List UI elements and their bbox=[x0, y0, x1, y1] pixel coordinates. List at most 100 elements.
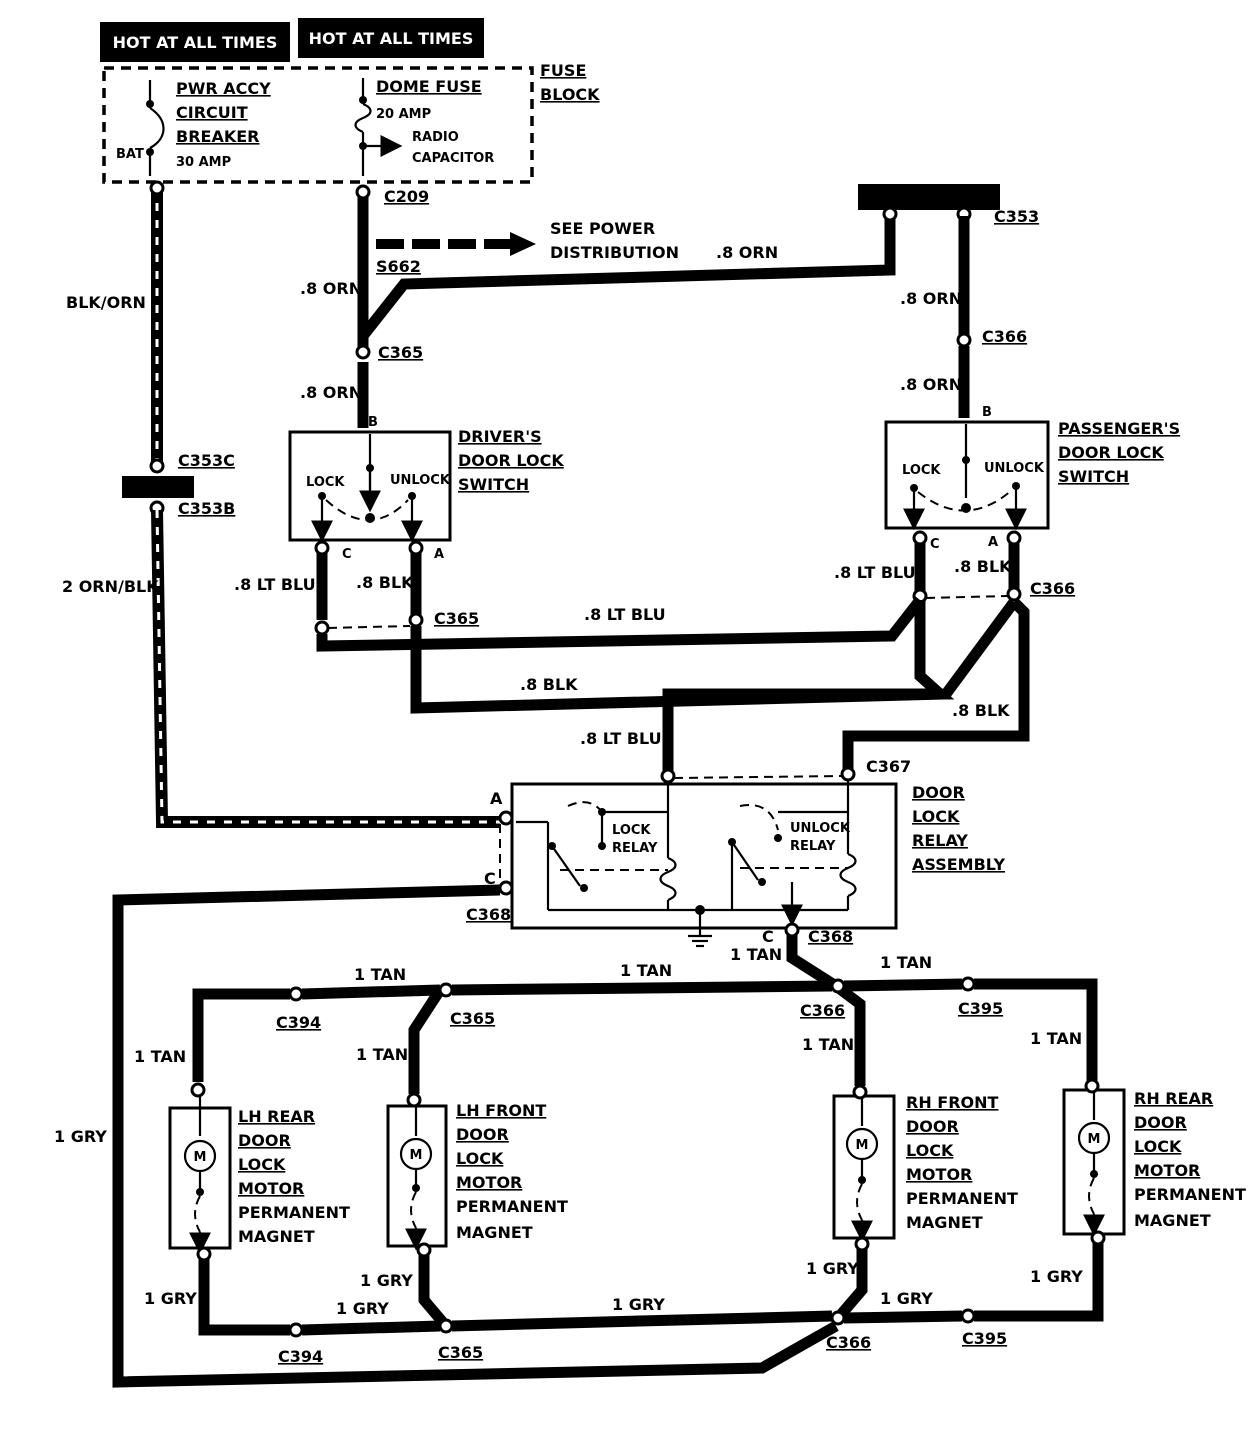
svg-text:M: M bbox=[194, 1150, 207, 1165]
svg-text:UNLOCK: UNLOCK bbox=[984, 461, 1045, 476]
svg-text:RH REAR: RH REAR bbox=[1134, 1089, 1213, 1108]
svg-text:C: C bbox=[930, 537, 940, 552]
wire-label-orn-b: .8 ORN bbox=[300, 383, 362, 402]
svg-text:C394: C394 bbox=[278, 1347, 323, 1366]
svg-text:B: B bbox=[982, 405, 992, 420]
wire-label-gry-e: 1 GRY bbox=[806, 1259, 859, 1278]
svg-text:B: B bbox=[368, 415, 378, 430]
rh-rear-door-lock-motor: M RH REAR DOOR LOCK MOTOR PERMANENT MAGN… bbox=[1062, 1078, 1246, 1246]
svg-text:C366: C366 bbox=[800, 1001, 845, 1020]
svg-text:C: C bbox=[762, 927, 774, 946]
orn-wire-driver-feed: C209 C365 bbox=[355, 184, 896, 428]
wire-label-blk-mid: .8 BLK bbox=[520, 675, 578, 694]
gry-main-return-wire bbox=[112, 884, 839, 1388]
rh-front-door-lock-motor: M RH FRONT DOOR LOCK MOTOR PERMANENT MAG… bbox=[832, 1084, 1018, 1252]
splice-s662: S662 bbox=[376, 257, 421, 276]
svg-text:MAGNET: MAGNET bbox=[906, 1213, 983, 1232]
svg-text:ASSEMBLY: ASSEMBLY bbox=[912, 855, 1005, 874]
wire-label-tan-c: 1 TAN bbox=[880, 953, 932, 972]
svg-text:HOT AT ALL TIMES: HOT AT ALL TIMES bbox=[113, 33, 278, 52]
svg-text:C366: C366 bbox=[1030, 579, 1075, 598]
wire-label-tan-a: 1 TAN bbox=[354, 965, 406, 984]
tan-bus-wire: C394 C365 C366 C395 bbox=[192, 976, 1098, 1094]
wire-label-orn-c: .8 ORN bbox=[716, 243, 778, 262]
svg-text:PERMANENT: PERMANENT bbox=[238, 1203, 350, 1222]
svg-text:PERMANENT: PERMANENT bbox=[456, 1197, 568, 1216]
svg-text:LOCK: LOCK bbox=[612, 823, 651, 838]
svg-text:C394: C394 bbox=[276, 1013, 321, 1032]
svg-text:FUSE: FUSE bbox=[540, 61, 586, 80]
wire-label-gry-g: 1 GRY bbox=[1030, 1267, 1083, 1286]
svg-text:30 AMP: 30 AMP bbox=[176, 155, 231, 170]
svg-text:LOCK: LOCK bbox=[238, 1155, 286, 1174]
svg-text:C: C bbox=[342, 547, 352, 562]
svg-text:MAGNET: MAGNET bbox=[238, 1227, 315, 1246]
svg-text:DOOR: DOOR bbox=[1134, 1113, 1187, 1132]
svg-text:A: A bbox=[434, 547, 444, 562]
svg-text:BLOCK: BLOCK bbox=[540, 85, 600, 104]
wire-label-gry-f: 1 GRY bbox=[880, 1289, 933, 1308]
tan-relay-output-wire bbox=[784, 922, 839, 991]
svg-text:DISTRIBUTION: DISTRIBUTION bbox=[550, 243, 679, 262]
wire-label-tan-b: 1 TAN bbox=[620, 961, 672, 980]
gry-bus-wire: C394 C365 C366 C395 bbox=[198, 1240, 1104, 1366]
svg-text:PERMANENT: PERMANENT bbox=[1134, 1185, 1246, 1204]
wire-label-gry-b: 1 GRY bbox=[360, 1271, 413, 1290]
dome-fuse: DOME FUSE 20 AMP RADIO CAPACITOR bbox=[354, 77, 494, 176]
svg-text:LH FRONT: LH FRONT bbox=[456, 1101, 546, 1120]
svg-text:DOOR LOCK: DOOR LOCK bbox=[458, 451, 564, 470]
hot-at-all-times-tag-1: HOT AT ALL TIMES bbox=[100, 22, 290, 62]
svg-text:DOME FUSE: DOME FUSE bbox=[376, 77, 482, 96]
svg-text:M: M bbox=[856, 1138, 869, 1153]
svg-text:CAPACITOR: CAPACITOR bbox=[412, 151, 494, 166]
wire-label-gry-a: 1 GRY bbox=[144, 1289, 197, 1308]
svg-text:PASSENGER'S: PASSENGER'S bbox=[1058, 419, 1180, 438]
svg-text:C368: C368 bbox=[466, 905, 511, 924]
svg-text:SWITCH: SWITCH bbox=[1058, 467, 1129, 486]
wire-label-tan-g: 1 TAN bbox=[1030, 1029, 1082, 1048]
fuse-block: FUSE BLOCK BAT PWR ACCY CIRCUIT BREAKER … bbox=[102, 61, 600, 184]
svg-text:RH FRONT: RH FRONT bbox=[906, 1093, 999, 1112]
svg-text:DOOR: DOOR bbox=[906, 1117, 959, 1136]
svg-text:RELAY: RELAY bbox=[912, 831, 968, 850]
svg-text:BAT: BAT bbox=[116, 147, 144, 162]
wire-label-blk-b: .8 BLK bbox=[954, 557, 1012, 576]
svg-text:DOOR: DOOR bbox=[912, 783, 965, 802]
lh-front-door-lock-motor: M LH FRONT DOOR LOCK MOTOR PERMANENT MAG… bbox=[386, 1092, 568, 1258]
svg-text:C353C: C353C bbox=[178, 451, 235, 470]
see-power-distribution-arrow: SEE POWER DISTRIBUTION bbox=[376, 219, 679, 262]
door-lock-relay-assembly: C367 LOCK RELAY UNLOCK bbox=[466, 757, 1005, 948]
svg-text:LOCK: LOCK bbox=[912, 807, 960, 826]
svg-text:DOOR LOCK: DOOR LOCK bbox=[1058, 443, 1164, 462]
svg-text:C209: C209 bbox=[384, 187, 429, 206]
svg-text:C366: C366 bbox=[826, 1333, 871, 1352]
wire-label-orn-blk: 2 ORN/BLK bbox=[62, 577, 159, 596]
svg-text:UNLOCK: UNLOCK bbox=[390, 473, 451, 488]
svg-text:UNLOCK: UNLOCK bbox=[790, 821, 851, 836]
svg-text:A: A bbox=[988, 535, 998, 550]
svg-text:M: M bbox=[410, 1148, 423, 1163]
svg-text:LOCK: LOCK bbox=[1134, 1137, 1182, 1156]
lh-rear-door-lock-motor: M LH REAR DOOR LOCK MOTOR PERMANENT MAGN… bbox=[168, 1082, 350, 1262]
wire-label-ltblu-a: .8 LT BLU bbox=[234, 575, 316, 594]
svg-text:C368: C368 bbox=[808, 927, 853, 946]
svg-text:C365: C365 bbox=[438, 1343, 483, 1362]
svg-text:HOT AT ALL TIMES: HOT AT ALL TIMES bbox=[309, 29, 474, 48]
svg-text:A: A bbox=[490, 789, 503, 808]
svg-text:C353B: C353B bbox=[178, 499, 235, 518]
svg-text:MAGNET: MAGNET bbox=[1134, 1211, 1211, 1230]
svg-text:C395: C395 bbox=[962, 1329, 1007, 1348]
wire-label-ltblu-mid: .8 LT BLU bbox=[584, 605, 666, 624]
wire-label-tan-d: 1 TAN bbox=[134, 1047, 186, 1066]
svg-text:RELAY: RELAY bbox=[612, 841, 658, 856]
wire-label-gry-c: 1 GRY bbox=[336, 1299, 389, 1318]
svg-text:C365: C365 bbox=[378, 343, 423, 362]
wire-label-blk-a: .8 BLK bbox=[356, 573, 414, 592]
svg-text:C366: C366 bbox=[982, 327, 1027, 346]
svg-text:MOTOR: MOTOR bbox=[238, 1179, 304, 1198]
svg-text:LOCK: LOCK bbox=[306, 475, 345, 490]
wire-label-orn-e: .8 ORN bbox=[900, 375, 962, 394]
svg-text:LOCK: LOCK bbox=[456, 1149, 504, 1168]
svg-text:CIRCUIT: CIRCUIT bbox=[176, 103, 248, 122]
